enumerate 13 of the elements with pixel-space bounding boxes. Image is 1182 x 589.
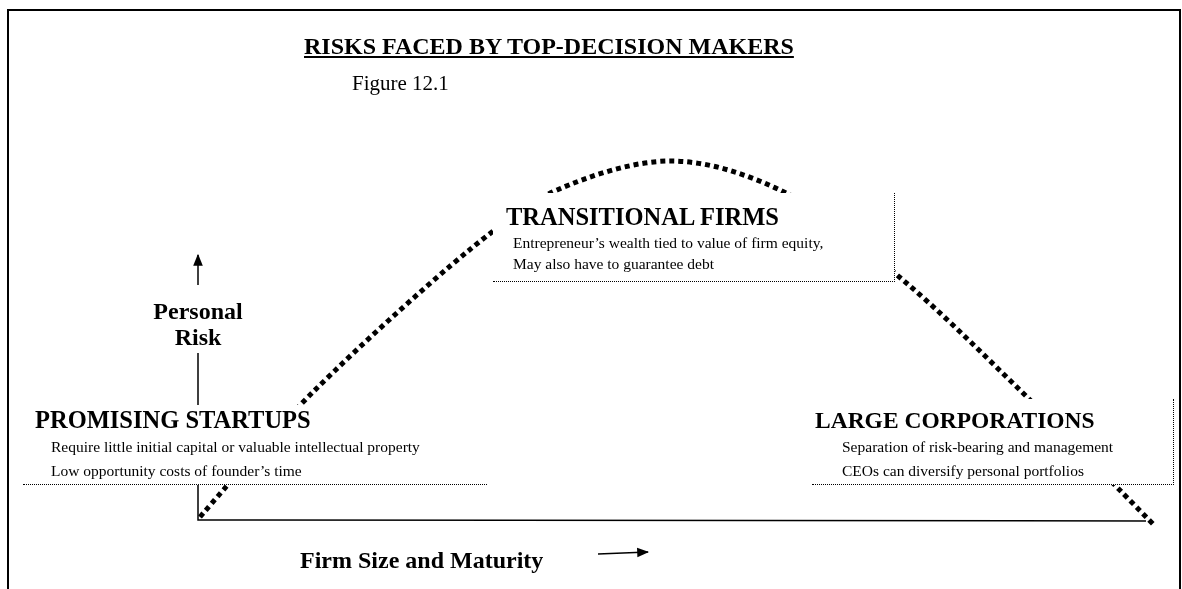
- description: Require little initial capital or valuable intellectual property: [50, 437, 420, 457]
- description: Separation of risk-bearing and management: [841, 437, 1114, 457]
- heading: PROMISING STARTUPS: [34, 405, 311, 435]
- description: Entrepreneur’s wealth tied to value of firm equity,: [512, 233, 824, 253]
- heading: LARGE CORPORATIONS: [814, 406, 1095, 435]
- heading: TRANSITIONAL FIRMS: [505, 202, 779, 232]
- axis-label: Personal Risk: [152, 298, 244, 350]
- title: RISKS FACED BY TOP-DECISION MAKERS: [304, 33, 794, 60]
- caption: Figure 12.1: [352, 71, 449, 96]
- description: CEOs can diversify personal portfolios: [841, 461, 1084, 481]
- description: May also have to guarantee debt: [512, 254, 714, 274]
- description: Low opportunity costs of founder’s time: [50, 461, 302, 481]
- axis-label: Firm Size and Maturity: [300, 547, 545, 573]
